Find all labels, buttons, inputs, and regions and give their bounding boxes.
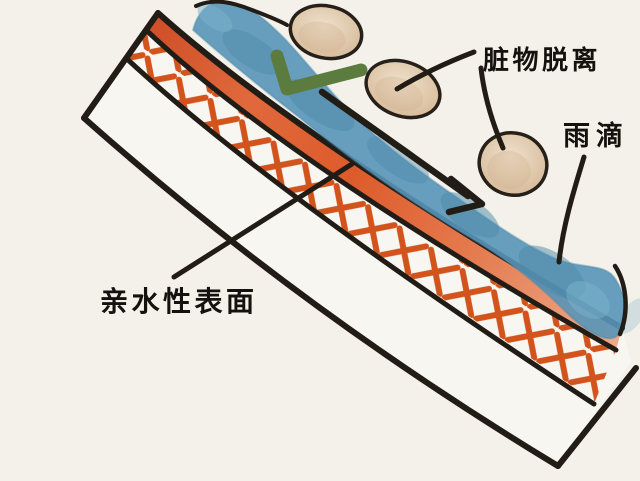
flow-arrow-shaft: [318, 88, 472, 200]
water-shade-patch: [366, 136, 430, 184]
water-shade-patch: [440, 192, 500, 238]
dirt-blob-shade: [374, 76, 424, 112]
dirt-blob-1: [288, 3, 364, 61]
checkmark-icon: [270, 49, 368, 96]
label-raindrop: 雨滴: [563, 120, 629, 152]
dirt-blobs: [288, 3, 549, 197]
water-light-patch: [197, 4, 233, 32]
flow-arrow-head: [445, 175, 486, 216]
leader-dirt-to-blob3: [478, 65, 506, 151]
label-hydrophilic-surface: 亲水性表面: [100, 285, 258, 318]
flow-direction-arrow: [318, 88, 486, 216]
water-shade-patch: [285, 78, 355, 132]
leader-dirt-to-blob2: [394, 49, 477, 92]
substrate-inner-line: [123, 55, 597, 407]
leader-lines: [171, 49, 587, 280]
water-edge-cap: [612, 263, 628, 337]
water-light-patch: [566, 281, 610, 319]
leader-hydrophilic-surface: [171, 161, 355, 280]
leader-raindrop: [556, 154, 587, 265]
water-shade-patch: [222, 29, 282, 75]
panel-bottom-edge: [81, 115, 561, 469]
label-dirt-detach: 脏物脱离: [483, 45, 601, 76]
dirt-blob-3: [477, 131, 549, 197]
dirt-blob-shade: [487, 150, 531, 190]
dirt-blob-shade: [298, 21, 346, 53]
water-shade-patch: [518, 245, 586, 299]
lattice-substrate-layer: [126, 30, 616, 404]
water-surface-line: [194, 0, 289, 27]
panel-right-edge: [555, 365, 639, 469]
